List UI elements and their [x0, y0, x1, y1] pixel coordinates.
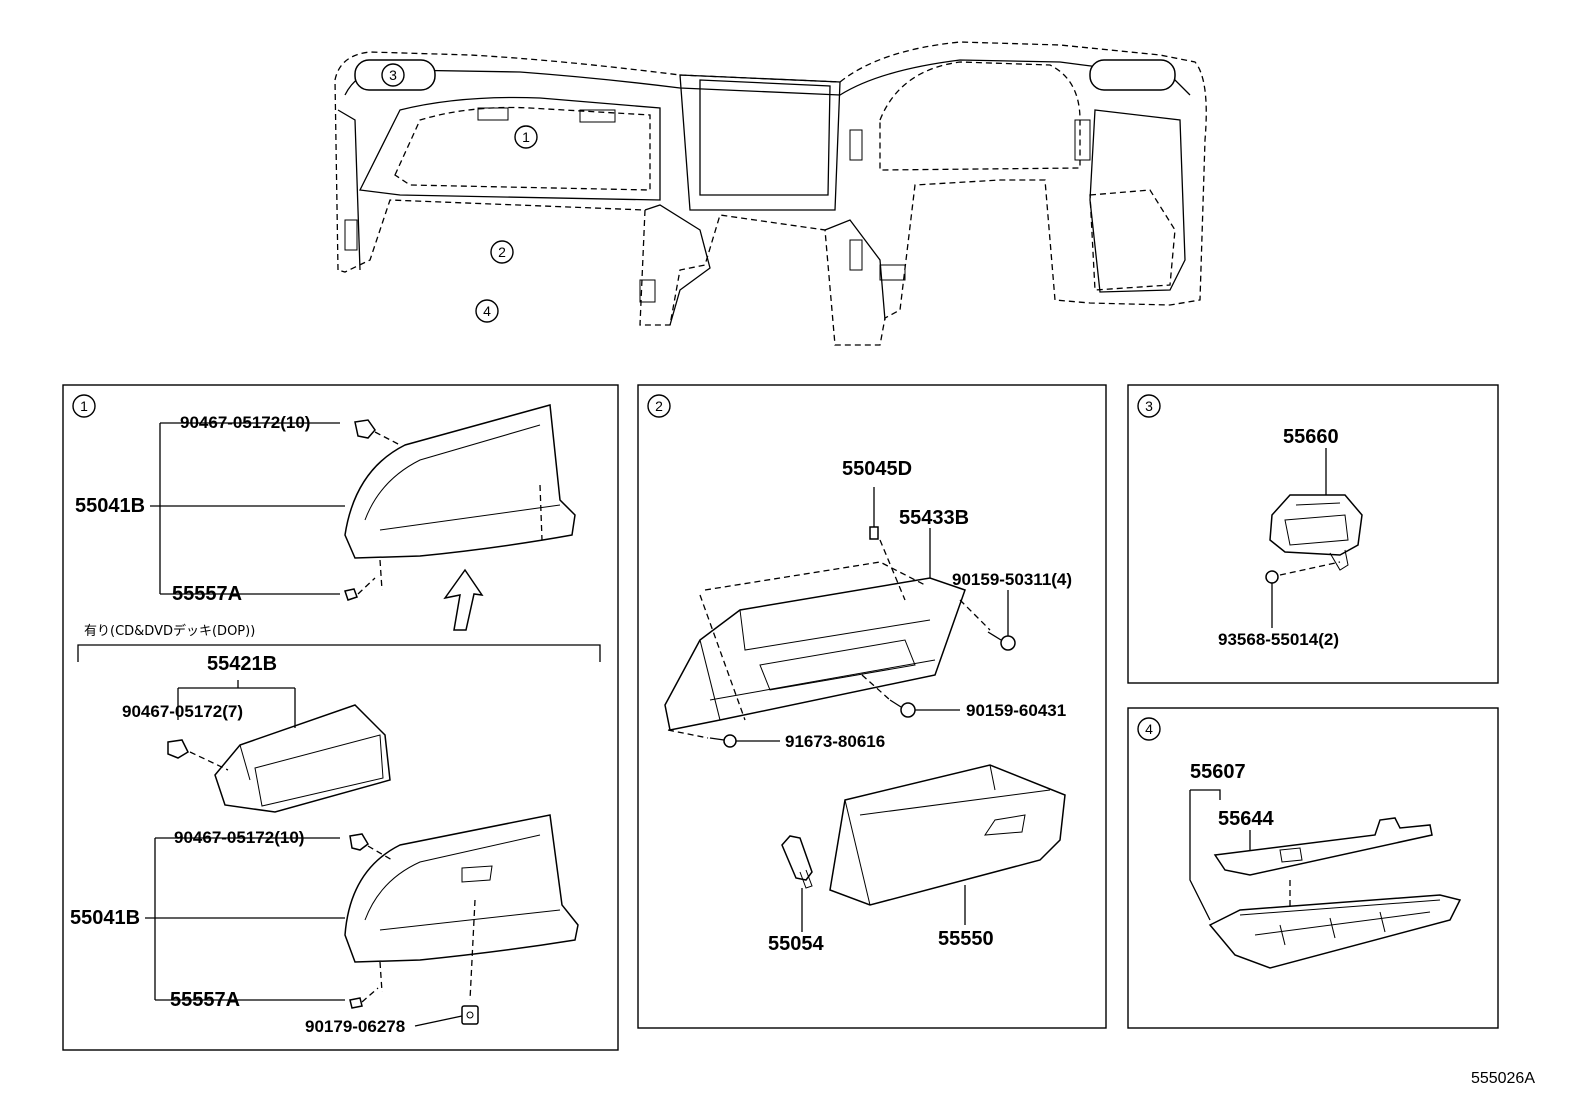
overview-callout-4: 4: [475, 299, 499, 323]
dashboard-bracket: [477, 107, 509, 121]
label-90467-05172-10-upper: 90467-05172(10): [180, 413, 310, 432]
dashboard-upper-rail: [344, 59, 1191, 96]
clip-icon: [167, 739, 189, 759]
upper-lid-55041B: [344, 404, 576, 559]
label-55041B-lower: 55041B: [70, 907, 140, 929]
label-90467-05172-10-lower: 90467-05172(10): [174, 828, 304, 847]
label-55644: 55644: [1218, 808, 1274, 830]
panel-3-frame: [1127, 384, 1499, 684]
dashboard-left-leg: [337, 109, 361, 271]
label-55421B: 55421B: [207, 653, 277, 675]
clip-icon: [1265, 570, 1279, 584]
pad-55644: [1213, 817, 1433, 876]
label-55041B-upper: 55041B: [75, 495, 145, 517]
frame-55433B: [664, 577, 966, 731]
label-91673-80616: 91673-80616: [785, 732, 885, 751]
dashboard-right-inner: [1089, 189, 1176, 291]
dashboard-right-section: [1089, 109, 1186, 293]
panel-2-number: 2: [655, 398, 663, 414]
svg-text:2: 2: [498, 244, 506, 260]
label-90467-05172-7: 90467-05172(7): [122, 702, 243, 721]
label-55550: 55550: [938, 928, 994, 950]
label-90159-50311-4: 90159-50311(4): [952, 570, 1072, 589]
dashboard-outline: [334, 41, 1207, 346]
nut-icon: [461, 1005, 479, 1025]
dashboard-center-screen: [699, 79, 831, 196]
dashboard-meter-opening: [879, 61, 1081, 171]
panel-2: 2 55045D 55433B 90159-50311(4) 90159-604…: [637, 384, 1107, 1029]
svg-text:1: 1: [522, 129, 530, 145]
svg-text:4: 4: [483, 303, 491, 319]
svg-text:3: 3: [389, 67, 397, 83]
left-vent-outline: [354, 59, 436, 91]
overview-callout-3: 3: [381, 63, 405, 87]
panel-1: 1 90467-05172(10) 55041B 55557A 有り(CD&DV…: [62, 384, 619, 1051]
panel-1-frame: [62, 384, 619, 1051]
clip-icon: [349, 833, 369, 851]
dashboard-bracket: [1074, 119, 1091, 161]
panel-4-frame: [1127, 707, 1499, 1029]
clip-icon: [354, 419, 376, 439]
dashboard-center-stack: [679, 74, 841, 211]
label-90159-60431: 90159-60431: [966, 701, 1066, 720]
figure-code: 555026A: [1471, 1070, 1535, 1087]
dashboard-bracket: [344, 219, 358, 251]
dashboard-bracket: [879, 264, 906, 281]
clip-icon: [349, 997, 363, 1009]
damper-55054: [781, 835, 813, 881]
label-55045D: 55045D: [842, 458, 912, 480]
screw-icon: [1000, 635, 1016, 651]
dashboard-bracket: [579, 109, 616, 123]
label-55557A-upper: 55557A: [172, 583, 242, 605]
panel-4-number: 4: [1145, 721, 1153, 737]
deck-55421B: [214, 704, 391, 813]
label-93568-55014-2: 93568-55014(2): [1218, 630, 1339, 649]
clip-icon: [344, 588, 358, 601]
panel-3: 3 55660 93568-55014(2): [1127, 384, 1499, 684]
dashboard-lower-rail: [359, 96, 661, 201]
lower-lid-55041B: [344, 814, 579, 963]
dashboard-bracket: [639, 279, 656, 303]
option-note: 有り(CD&DVDデッキ(DOP)): [84, 623, 255, 639]
label-55433B: 55433B: [899, 507, 969, 529]
tray-55607: [1208, 894, 1462, 969]
glove-box-55550: [829, 764, 1066, 906]
dashboard-center-leg-left: [644, 204, 711, 326]
screw-icon: [723, 734, 737, 748]
screw-icon: [900, 702, 916, 718]
panel-3-number: 3: [1145, 398, 1153, 414]
dashboard-bracket: [849, 129, 863, 161]
vent-55660: [1269, 494, 1363, 556]
dashboard-inner-opening-left: [394, 106, 651, 191]
label-90179-06278: 90179-06278: [305, 1017, 405, 1036]
label-55660: 55660: [1283, 426, 1339, 448]
right-vent-outline: [1089, 59, 1176, 91]
overview-callout-1: 1: [514, 125, 538, 149]
dashboard-bracket: [849, 239, 863, 271]
label-55054: 55054: [768, 933, 824, 955]
pin-icon: [869, 526, 879, 540]
dashboard-center-leg-right: [824, 219, 886, 321]
panel-4: 4 55607 55644: [1127, 707, 1499, 1029]
label-55557A-lower: 55557A: [170, 989, 240, 1011]
overview-callout-2: 2: [490, 240, 514, 264]
panel-2-frame: [637, 384, 1107, 1029]
up-arrow-icon: [443, 568, 484, 631]
label-55607: 55607: [1190, 761, 1246, 783]
panel-1-number: 1: [80, 398, 88, 414]
dashboard-overview: 3 1 2 4: [334, 41, 1207, 346]
